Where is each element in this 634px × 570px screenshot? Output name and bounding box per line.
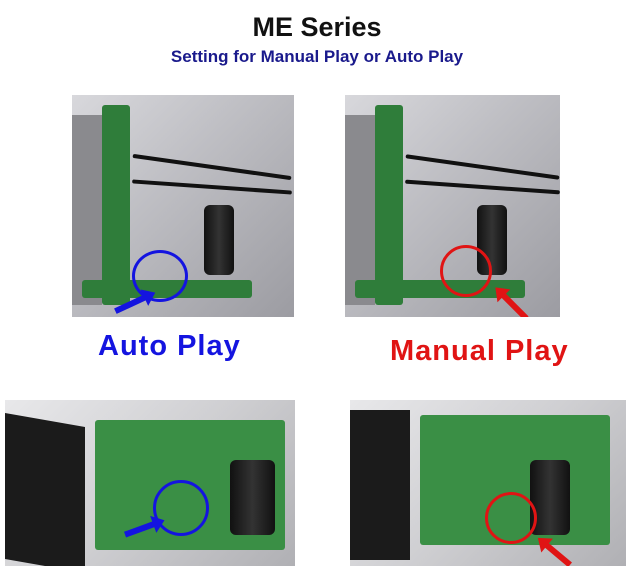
page-title: ME Series: [252, 12, 382, 42]
auto-play-board-photo-bottom: [5, 400, 295, 566]
auto-play-board-photo-top: [72, 95, 294, 317]
auto-jumper-circle: [132, 250, 188, 302]
manual-play-label: Manual Play: [390, 335, 569, 367]
auto-play-label: Auto Play: [98, 330, 241, 362]
manual-jumper-circle: [485, 492, 537, 544]
manual-play-board-photo-top: [345, 95, 560, 317]
page-subtitle: Setting for Manual Play or Auto Play: [170, 47, 464, 66]
auto-jumper-circle: [153, 480, 209, 536]
manual-play-board-photo-bottom: [350, 400, 626, 566]
manual-jumper-circle: [440, 245, 492, 297]
